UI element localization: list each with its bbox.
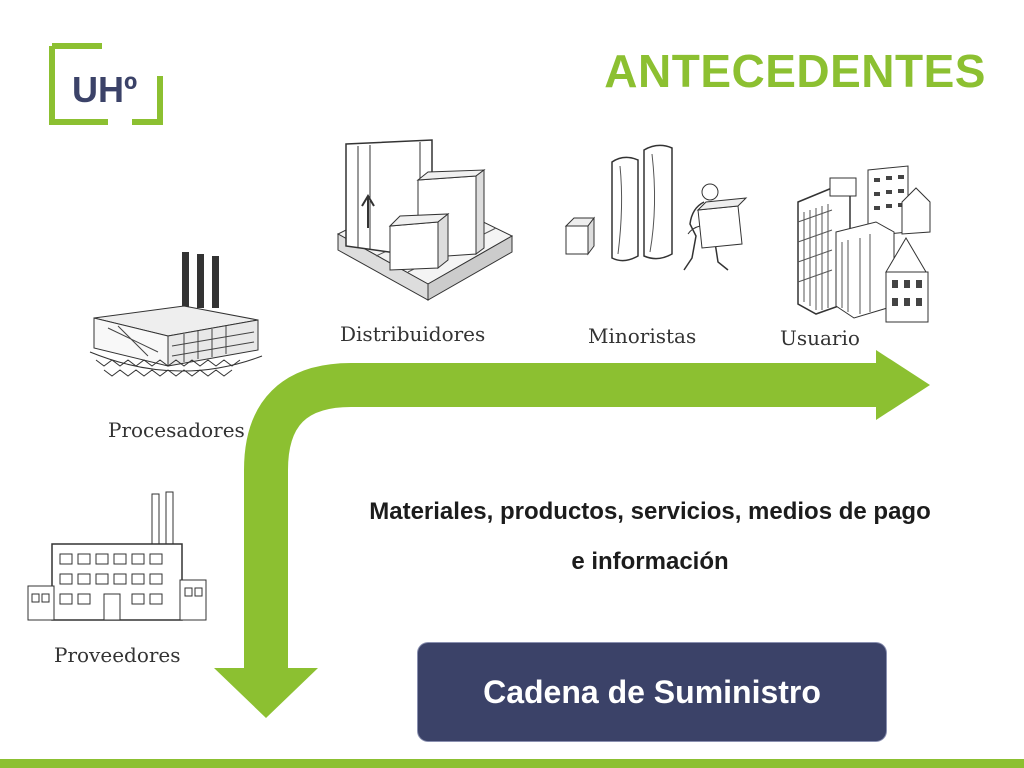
processing-plant-icon — [89, 252, 263, 377]
flow-text-line2: e información — [571, 548, 729, 575]
actor-label-minoristas: Minoristas — [588, 324, 697, 348]
warehouse-icon — [336, 139, 514, 301]
retail-worker-icon — [564, 144, 748, 271]
bottom-accent-bar — [0, 759, 1024, 768]
actor-label-procesadores: Procesadores — [108, 418, 245, 442]
actor-label-usuario: Usuario — [780, 326, 860, 350]
actor-label-proveedores: Proveedores — [54, 643, 181, 667]
actor-label-distribuidores: Distribuidores — [340, 322, 486, 346]
flow-text-line1: Materiales, productos, servicios, medios… — [369, 498, 931, 525]
page-title: ANTECEDENTES — [604, 45, 986, 97]
supply-chain-box: Cadena de Suministro — [418, 643, 886, 741]
factory-icon — [27, 491, 207, 621]
uh-logo: UHº — [49, 43, 163, 125]
logo-text: UHº — [72, 69, 137, 110]
city-buildings-icon — [797, 165, 931, 323]
